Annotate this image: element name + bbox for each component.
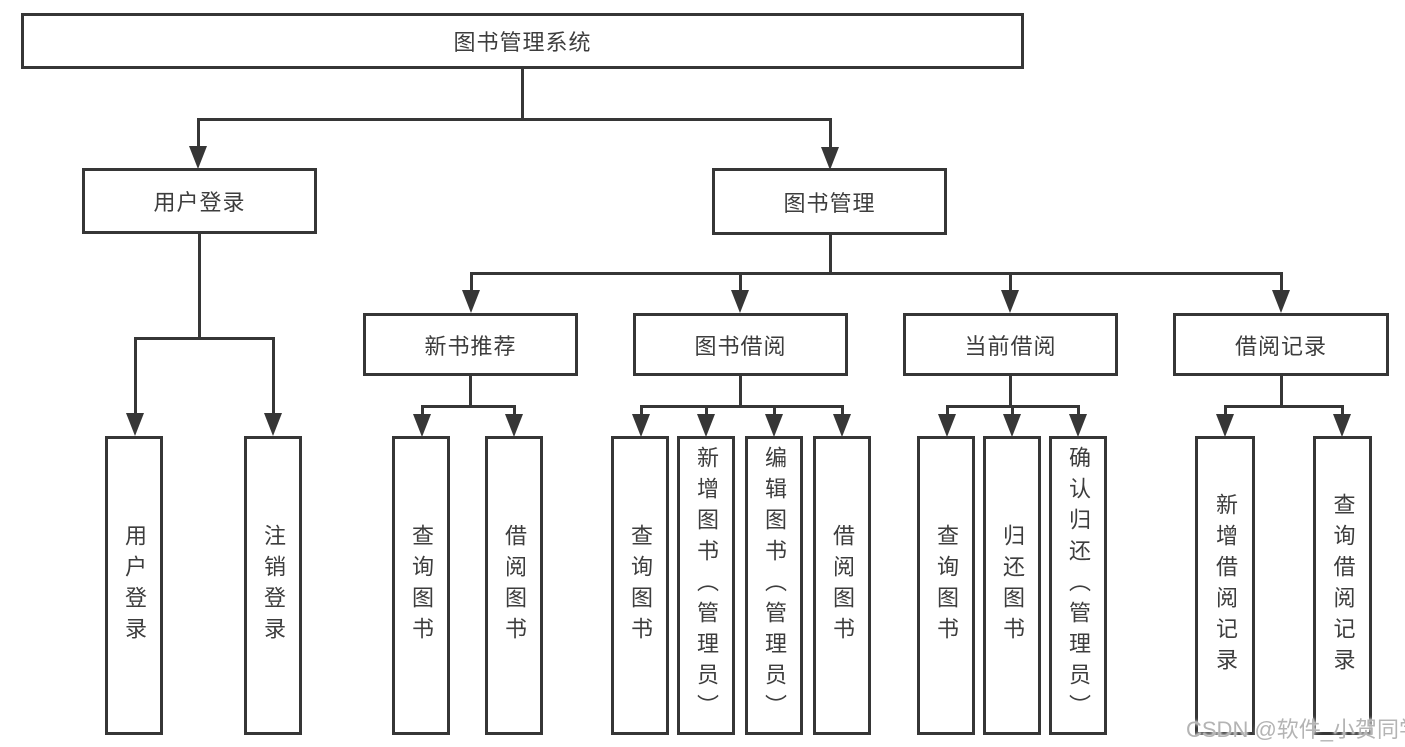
- connector-root-stem: [521, 69, 524, 119]
- connector-nb-stem: [469, 376, 472, 408]
- node-leaf-bb-add-book-label: 新增图书（管理员）: [694, 446, 719, 725]
- down-arrow-icon: [1333, 414, 1351, 437]
- node-leaf-bb-query-book: 查询图书: [611, 436, 669, 735]
- node-leaf-bb-query-book-label: 查询图书: [628, 523, 653, 648]
- connector-level3-drop: [470, 272, 473, 292]
- connector-leaf-drop: [1341, 405, 1344, 417]
- node-leaf-cb-return-book: 归还图书: [983, 436, 1041, 735]
- down-arrow-icon: [505, 414, 523, 437]
- connector-book-mgmt-stem: [829, 235, 832, 275]
- node-leaf-br-add-record: 新增借阅记录: [1195, 436, 1255, 735]
- down-arrow-icon: [731, 290, 749, 313]
- node-leaf-bb-edit-book-label: 编辑图书（管理员）: [762, 446, 787, 725]
- node-borrow-records-label: 借阅记录: [1234, 333, 1327, 359]
- connector-br-split: [1224, 405, 1344, 408]
- down-arrow-icon: [1003, 414, 1021, 437]
- connector-bb-split: [640, 405, 844, 408]
- connector-leaf-drop: [705, 405, 708, 417]
- connector-br-stem: [1280, 376, 1283, 408]
- connector-leaf-drop: [1011, 405, 1014, 417]
- down-arrow-icon: [1069, 414, 1087, 437]
- down-arrow-icon: [1272, 290, 1290, 313]
- node-user-login-label: 用户登录: [153, 190, 246, 215]
- connector-level3-drop: [739, 272, 742, 292]
- down-arrow-icon: [938, 414, 956, 437]
- node-new-book-recommend: 新书推荐: [363, 313, 578, 376]
- connector-leaf-drop: [1077, 405, 1080, 417]
- node-leaf-cb-confirm-return: 确认归还（管理员）: [1049, 436, 1107, 735]
- down-arrow-icon: [632, 414, 650, 437]
- connector-leaf-drop: [421, 405, 424, 417]
- node-leaf-nb-borrow-book: 借阅图书: [485, 436, 543, 735]
- node-current-borrow-label: 当前借阅: [964, 333, 1057, 359]
- connector-cb-stem: [1009, 376, 1012, 408]
- node-leaf-nb-query-book: 查询图书: [392, 436, 450, 735]
- connector-leaf-drop: [1224, 405, 1227, 417]
- down-arrow-icon: [697, 414, 715, 437]
- down-arrow-icon: [765, 414, 783, 437]
- connector-level3-drop: [1280, 272, 1283, 292]
- connector-book-mgmt-drop: [829, 118, 832, 148]
- node-book-borrow-label: 图书借阅: [694, 333, 787, 359]
- down-arrow-icon: [462, 290, 480, 313]
- node-book-management-label: 图书管理: [783, 190, 876, 216]
- connector-leaf-drop: [640, 405, 643, 417]
- down-arrow-icon: [1001, 290, 1019, 313]
- down-arrow-icon: [833, 414, 851, 437]
- node-leaf-cb-return-book-label: 归还图书: [1000, 523, 1025, 648]
- node-leaf-cb-query-book-label: 查询图书: [934, 523, 959, 648]
- connector-nb-split: [421, 405, 516, 408]
- node-leaf-br-add-record-label: 新增借阅记录: [1213, 492, 1238, 679]
- node-borrow-records: 借阅记录: [1173, 313, 1389, 376]
- node-book-management: 图书管理: [712, 168, 947, 235]
- connector-leaf-drop: [841, 405, 844, 417]
- connector-leaf-drop: [946, 405, 949, 417]
- node-leaf-bb-edit-book: 编辑图书（管理员）: [745, 436, 803, 735]
- node-user-login: 用户登录: [82, 168, 317, 234]
- connector-level3-drop: [1009, 272, 1012, 292]
- connector-user-login-drop: [197, 118, 200, 148]
- connector-leaf-drop: [134, 337, 137, 415]
- node-leaf-logout: 注销登录: [244, 436, 302, 735]
- down-arrow-icon: [413, 414, 431, 437]
- down-arrow-icon: [264, 413, 282, 436]
- node-leaf-user-login: 用户登录: [105, 436, 163, 735]
- node-library-system-label: 图书管理系统: [453, 30, 592, 55]
- node-leaf-nb-borrow-book-label: 借阅图书: [502, 523, 527, 648]
- down-arrow-icon: [126, 413, 144, 436]
- down-arrow-icon: [1216, 414, 1234, 437]
- csdn-watermark: CSDN @软件_小贺同学: [1186, 717, 1405, 742]
- node-leaf-logout-label: 注销登录: [261, 523, 286, 648]
- node-leaf-cb-query-book: 查询图书: [917, 436, 975, 735]
- node-leaf-user-login-label: 用户登录: [122, 523, 147, 648]
- node-leaf-br-query-record: 查询借阅记录: [1313, 436, 1372, 735]
- node-new-book-recommend-label: 新书推荐: [424, 333, 517, 359]
- connector-leaf-drop: [513, 405, 516, 417]
- node-leaf-bb-add-book: 新增图书（管理员）: [677, 436, 735, 735]
- node-leaf-br-query-record-label: 查询借阅记录: [1330, 492, 1356, 679]
- node-leaf-cb-confirm-return-label: 确认归还（管理员）: [1066, 446, 1091, 725]
- node-book-borrow: 图书借阅: [633, 313, 848, 376]
- down-arrow-icon: [821, 147, 839, 170]
- connector-user-login-split: [134, 337, 275, 340]
- down-arrow-icon: [189, 146, 207, 169]
- connector-root-split: [197, 118, 832, 121]
- node-leaf-nb-query-book-label: 查询图书: [409, 523, 434, 648]
- connector-book-mgmt-split: [470, 272, 1283, 275]
- connector-user-login-stem: [198, 234, 201, 340]
- node-current-borrow: 当前借阅: [903, 313, 1118, 376]
- node-leaf-bb-borrow-book-label: 借阅图书: [830, 523, 855, 648]
- connector-leaf-drop: [773, 405, 776, 417]
- connector-bb-stem: [739, 376, 742, 408]
- node-leaf-bb-borrow-book: 借阅图书: [813, 436, 871, 735]
- node-library-system: 图书管理系统: [21, 13, 1024, 69]
- connector-leaf-drop: [272, 337, 275, 415]
